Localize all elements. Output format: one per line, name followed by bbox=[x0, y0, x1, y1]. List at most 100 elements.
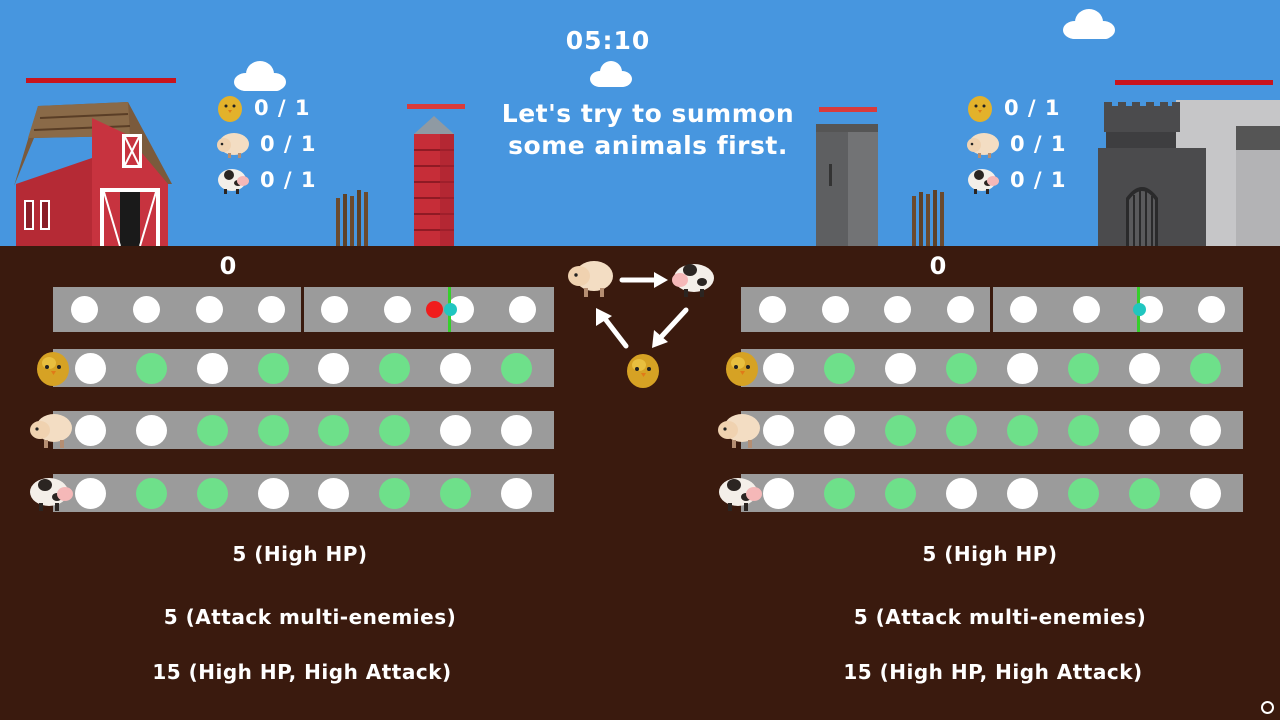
beat-dot[interactable] bbox=[1190, 414, 1221, 446]
beat-dot[interactable] bbox=[763, 414, 794, 446]
active-beat-dot[interactable] bbox=[440, 477, 472, 509]
enemy-tower-hp-bar bbox=[819, 107, 877, 112]
enemy-chick-count: 0 / 1 bbox=[966, 90, 1067, 126]
beat-dot[interactable] bbox=[1007, 352, 1038, 384]
beat-dot bbox=[1010, 296, 1037, 323]
enemy-score: 0 bbox=[929, 252, 947, 280]
enemy-summon-counts: 0 / 1 0 / 1 0 / 1 bbox=[966, 90, 1067, 198]
active-beat-dot[interactable] bbox=[379, 414, 411, 446]
hit-marker bbox=[444, 303, 457, 316]
beat-dot[interactable] bbox=[1190, 477, 1221, 509]
player-chick-lane[interactable] bbox=[53, 349, 554, 387]
cloud-icon bbox=[1063, 9, 1115, 39]
beat-dot bbox=[196, 296, 223, 323]
active-beat-dot[interactable] bbox=[885, 414, 916, 446]
active-beat-dot[interactable] bbox=[257, 414, 289, 446]
enemy-chick-lane bbox=[741, 349, 1243, 387]
beat-dot[interactable] bbox=[75, 414, 106, 446]
beat-dot[interactable] bbox=[501, 477, 532, 509]
beat-dot[interactable] bbox=[135, 414, 167, 446]
beat-dot[interactable] bbox=[318, 477, 350, 509]
beat-dot bbox=[822, 296, 849, 323]
active-beat-dot[interactable] bbox=[501, 352, 532, 384]
chick-icon bbox=[218, 96, 242, 122]
active-beat-dot[interactable] bbox=[1129, 477, 1160, 509]
loading-indicator-icon bbox=[1261, 701, 1274, 714]
player-sheep-info: 5 (Attack multi-enemies) bbox=[163, 605, 457, 629]
silo-icon bbox=[414, 116, 454, 246]
beat-dot bbox=[321, 296, 348, 323]
active-beat-dot[interactable] bbox=[135, 352, 167, 384]
cloud-icon bbox=[590, 61, 632, 87]
active-beat-dot[interactable] bbox=[1007, 414, 1038, 446]
beat-dot bbox=[133, 296, 160, 323]
active-beat-dot[interactable] bbox=[1068, 352, 1099, 384]
active-beat-dot[interactable] bbox=[196, 477, 228, 509]
cycle-arrows bbox=[596, 272, 689, 349]
beat-dot[interactable] bbox=[824, 414, 855, 446]
hit-marker bbox=[1133, 303, 1146, 316]
beat-dot bbox=[509, 296, 536, 323]
active-beat-dot[interactable] bbox=[196, 414, 228, 446]
player-cow-info: 15 (High HP, High Attack) bbox=[152, 660, 452, 684]
fence-icon bbox=[336, 190, 368, 246]
beat-dot[interactable] bbox=[1007, 477, 1038, 509]
player-chick-count: 0 / 1 bbox=[216, 90, 317, 126]
beat-dot bbox=[947, 296, 974, 323]
cow-icon bbox=[719, 478, 762, 511]
beat-dot[interactable] bbox=[885, 352, 916, 384]
tutorial-hint-line-1: Let's try to summon bbox=[501, 99, 795, 128]
active-beat-dot[interactable] bbox=[885, 477, 916, 509]
cow-icon bbox=[968, 169, 999, 194]
active-beat-dot[interactable] bbox=[257, 352, 289, 384]
active-beat-dot[interactable] bbox=[379, 477, 411, 509]
player-sheep-lane[interactable] bbox=[53, 411, 554, 449]
sheep-icon bbox=[217, 133, 249, 158]
sheep-icon bbox=[967, 133, 999, 158]
enemy-sheep-count: 0 / 1 bbox=[966, 126, 1067, 162]
miss-marker bbox=[426, 301, 443, 318]
beat-dot[interactable] bbox=[257, 477, 289, 509]
beat-dot[interactable] bbox=[1129, 352, 1160, 384]
beat-dot[interactable] bbox=[763, 352, 794, 384]
player-beat-timeline bbox=[53, 287, 554, 332]
player-chick-info: 5 (High HP) bbox=[232, 542, 368, 566]
active-beat-dot[interactable] bbox=[946, 352, 977, 384]
active-beat-dot[interactable] bbox=[1190, 352, 1221, 384]
beat-dot[interactable] bbox=[440, 414, 472, 446]
cloud-icon bbox=[234, 61, 286, 91]
beat-dot[interactable] bbox=[946, 477, 977, 509]
player-cow-lane[interactable] bbox=[53, 474, 554, 512]
beat-dot bbox=[384, 296, 411, 323]
enemy-sheep-info: 5 (Attack multi-enemies) bbox=[853, 605, 1147, 629]
beat-dot bbox=[71, 296, 98, 323]
tutorial-hint-line-2: some animals first. bbox=[508, 131, 788, 160]
barn-icon bbox=[14, 102, 172, 246]
fence-icon bbox=[912, 190, 944, 246]
active-beat-dot[interactable] bbox=[1068, 477, 1099, 509]
enemy-base-hp-bar bbox=[1115, 80, 1273, 85]
beat-dot[interactable] bbox=[196, 352, 228, 384]
match-timer: 05:10 bbox=[565, 26, 651, 55]
active-beat-dot[interactable] bbox=[379, 352, 411, 384]
beat-dot[interactable] bbox=[75, 477, 106, 509]
beat-dot[interactable] bbox=[501, 414, 532, 446]
beat-dot[interactable] bbox=[440, 352, 472, 384]
chick-icon bbox=[968, 96, 992, 122]
player-summon-counts: 0 / 1 0 / 1 0 / 1 bbox=[216, 90, 317, 198]
active-beat-dot[interactable] bbox=[824, 477, 855, 509]
beat-dot[interactable] bbox=[318, 352, 350, 384]
beat-dot[interactable] bbox=[1129, 414, 1160, 446]
beat-dot[interactable] bbox=[763, 477, 794, 509]
tutorial-hint: Let's try to summon some animals first. bbox=[480, 98, 816, 162]
player-score: 0 bbox=[219, 252, 237, 280]
active-beat-dot[interactable] bbox=[318, 414, 350, 446]
sheep-icon bbox=[30, 414, 72, 448]
enemy-cow-info: 15 (High HP, High Attack) bbox=[843, 660, 1143, 684]
active-beat-dot[interactable] bbox=[824, 352, 855, 384]
beat-dot[interactable] bbox=[75, 352, 106, 384]
active-beat-dot[interactable] bbox=[946, 414, 977, 446]
active-beat-dot[interactable] bbox=[135, 477, 167, 509]
active-beat-dot[interactable] bbox=[1068, 414, 1099, 446]
enemy-chick-info: 5 (High HP) bbox=[922, 542, 1058, 566]
